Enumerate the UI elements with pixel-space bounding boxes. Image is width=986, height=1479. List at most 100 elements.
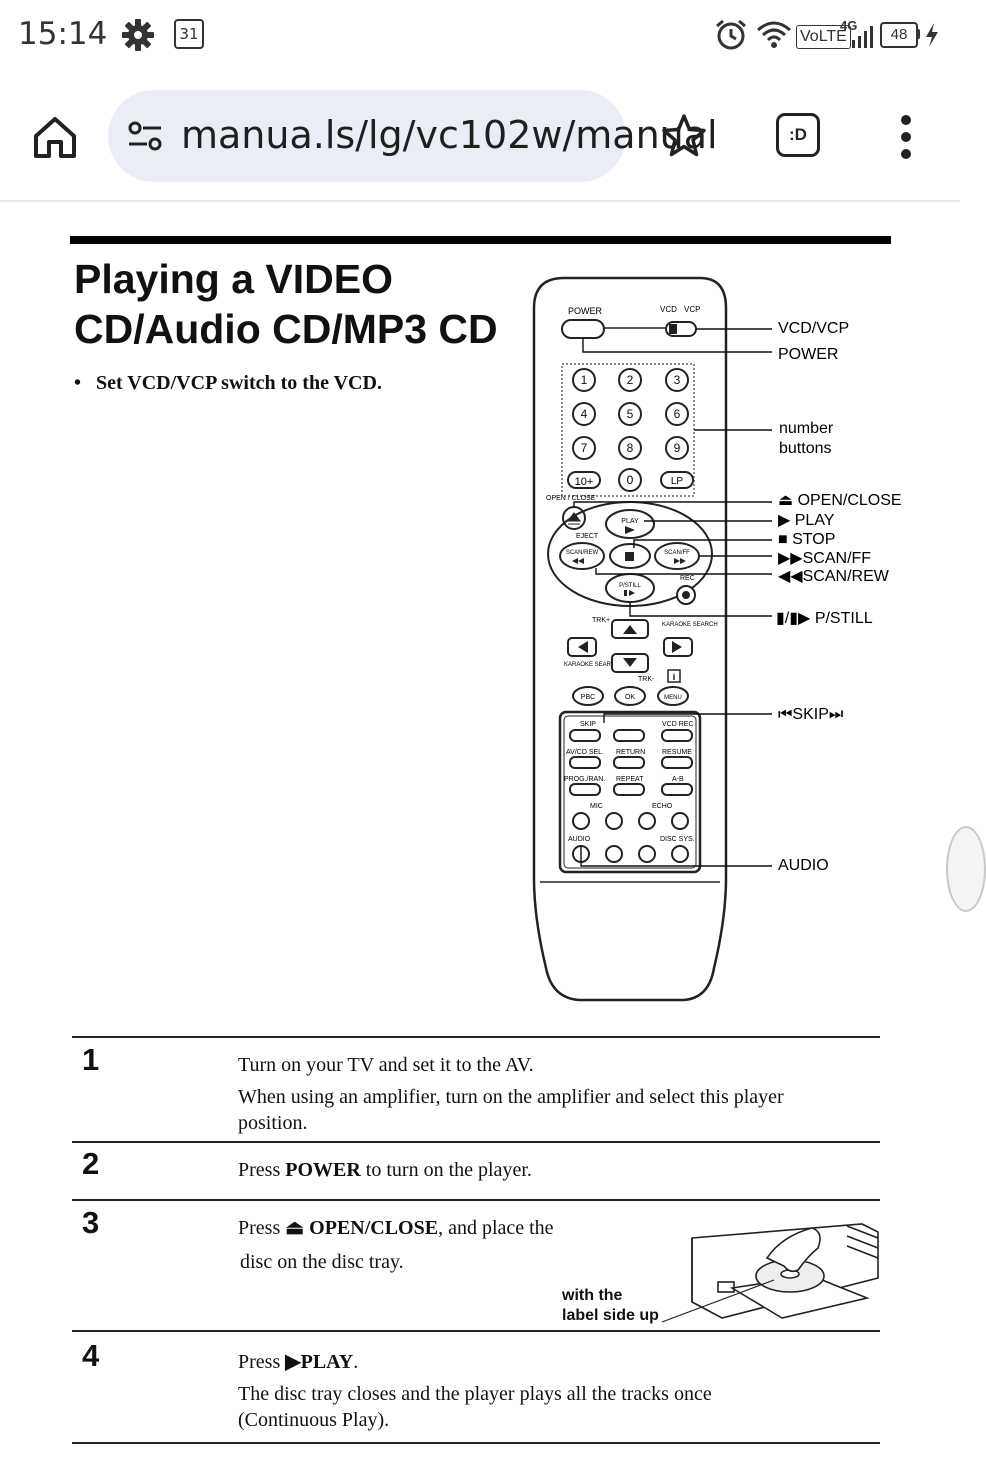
remote-10plus-button xyxy=(567,471,601,489)
remote-echo-plus-button xyxy=(671,812,689,830)
step-4-line-3: (Continuous Play). xyxy=(238,1409,390,1431)
step-3-text: Press ⏏ OPEN/CLOSE, and place the disc o… xyxy=(238,1217,554,1273)
url-bar[interactable] xyxy=(108,90,626,182)
svg-text:4: 4 xyxy=(581,407,588,421)
remote-label-rec: REC xyxy=(680,575,695,582)
remote-label-0: 0 xyxy=(627,473,634,487)
fast-forward-icon: ▶▶ xyxy=(778,550,803,567)
remote-repeat-button xyxy=(613,783,645,796)
callout-audio: AUDIO xyxy=(778,857,829,874)
remote-resume-button xyxy=(661,756,693,769)
remote-label-prog-ran: PROG./RAN. xyxy=(564,776,605,783)
remote-label-resume: RESUME xyxy=(662,749,692,756)
step-3-line-2: disc on the disc tray. xyxy=(240,1251,404,1273)
remote-mic-plus-button xyxy=(605,812,623,830)
more-menu-icon[interactable] xyxy=(896,114,916,160)
remote-label-trk-minus: TRK- xyxy=(638,676,655,683)
remote-key-sharp-button xyxy=(638,845,656,863)
remote-label-scan-ff: SCAN/FF xyxy=(664,550,690,556)
table-rule xyxy=(72,1330,880,1332)
table-rule xyxy=(72,1036,880,1038)
remote-label-pbc: PBC xyxy=(581,694,595,701)
remote-label-vcd-rec: VCD REC xyxy=(662,721,694,728)
label-note-line-1: with the xyxy=(562,1287,623,1304)
step-3-number: 3 xyxy=(82,1205,100,1240)
skip-forward-icon: ⏭ xyxy=(828,706,844,723)
callout-skip: ⏮SKIP⏭ xyxy=(778,706,844,723)
remote-label-eject: EJECT xyxy=(576,533,599,540)
remote-label-vcp: VCP xyxy=(684,305,700,314)
callout-scan-ff: ▶▶SCAN/FF xyxy=(778,550,872,567)
step-1-line-1: Turn on your TV and set it to the AV. xyxy=(238,1054,534,1076)
remote-label-menu: MENU xyxy=(664,695,682,701)
home-icon[interactable] xyxy=(30,112,80,162)
svg-text:8: 8 xyxy=(627,441,634,455)
disc-tray-illustration xyxy=(661,1223,879,1323)
title-line-1: Playing a VIDEO xyxy=(74,256,393,302)
remote-ok-button xyxy=(614,686,646,706)
tab-switcher-button[interactable]: :D xyxy=(776,113,820,157)
page-title: Playing a VIDEO CD/Audio CD/MP3 CD xyxy=(74,254,534,354)
table-rule xyxy=(72,1199,880,1201)
instruction-text: Set VCD/VCP switch to the VCD. xyxy=(96,372,382,394)
gear-icon xyxy=(122,19,154,51)
url-text[interactable]: manua.ls/lg/vc102w/manual xyxy=(181,113,718,157)
remote-return-button xyxy=(613,756,645,769)
callout-stop: ■ STOP xyxy=(778,531,836,548)
remote-play-button xyxy=(605,509,655,539)
side-scroll-handle[interactable] xyxy=(946,826,986,912)
section-rule xyxy=(70,236,891,244)
play-icon: ▶ xyxy=(285,1351,301,1373)
callout-p-still: ▮/▮▶ P/STILL xyxy=(776,610,873,627)
table-rule xyxy=(72,1141,880,1143)
step-2-bold: POWER xyxy=(285,1159,361,1181)
status-bar xyxy=(0,0,960,72)
number-buttons xyxy=(572,368,689,460)
step-2-text: Press POWER to turn on the player. xyxy=(238,1159,532,1181)
remote-label-scan-rew: SCAN/REW xyxy=(566,550,599,556)
remote-echo-minus-button xyxy=(638,812,656,830)
remote-disc-sys-button xyxy=(671,845,689,863)
step-4-text: Press ▶PLAY. The disc tray closes and th… xyxy=(238,1351,712,1431)
remote-label-mic: MIC xyxy=(590,803,603,810)
svg-text:1: 1 xyxy=(581,373,588,387)
battery-icon: 48 xyxy=(880,22,920,48)
remote-label-karaoke-search-left: KARAOKE SEARCH xyxy=(564,662,620,668)
svg-text:i: i xyxy=(673,672,676,682)
step-3-bold: OPEN/CLOSE xyxy=(309,1217,439,1239)
step-4-line-2: The disc tray closes and the player play… xyxy=(238,1383,712,1405)
status-time: 15:14 xyxy=(18,16,108,52)
pause-step-icon: ▮/▮▶ xyxy=(776,610,815,627)
remote-skip-next-button xyxy=(613,729,645,742)
callout-power: POWER xyxy=(778,346,839,363)
remote-label-echo: ECHO xyxy=(652,803,673,810)
network-type: 4G xyxy=(840,18,858,33)
rewind-icon: ◀◀ xyxy=(778,568,803,585)
step-2-number: 2 xyxy=(82,1146,100,1181)
remote-label-disc-sys: DISC SYS. xyxy=(660,836,695,843)
title-line-2: CD/Audio CD/MP3 CD xyxy=(74,306,498,352)
eject-icon: ⏏ xyxy=(778,492,798,509)
svg-text:6: 6 xyxy=(674,407,681,421)
remote-label-audio: AUDIO xyxy=(568,836,591,843)
remote-vcd-rec-button xyxy=(661,729,693,742)
remote-pbc-button xyxy=(572,686,604,706)
remote-label-play: PLAY xyxy=(621,518,639,525)
remote-label-ok: OK xyxy=(625,694,635,701)
callout-vcd-vcp: VCD/VCP xyxy=(778,320,850,337)
remote-label-vcd: VCD xyxy=(660,305,677,314)
site-settings-icon[interactable] xyxy=(127,120,163,152)
remote-power-button xyxy=(561,319,605,339)
remote-scan-rew-button xyxy=(559,542,605,570)
remote-scan-ff-button xyxy=(654,542,700,570)
remote-prog-ran-button xyxy=(569,783,601,796)
step-1-line-2: When using an amplifier, turn on the amp… xyxy=(238,1086,784,1108)
volte-badge: VoLTE xyxy=(796,25,851,49)
remote-label-karaoke-search-right: KARAOKE SEARCH xyxy=(662,622,718,628)
bullet-dot: • xyxy=(74,372,82,394)
remote-av-cd-sel-button xyxy=(569,756,601,769)
callout-number-buttons-1: number xyxy=(779,420,834,437)
svg-text:9: 9 xyxy=(674,441,681,455)
bookmark-star-icon[interactable] xyxy=(660,112,708,160)
